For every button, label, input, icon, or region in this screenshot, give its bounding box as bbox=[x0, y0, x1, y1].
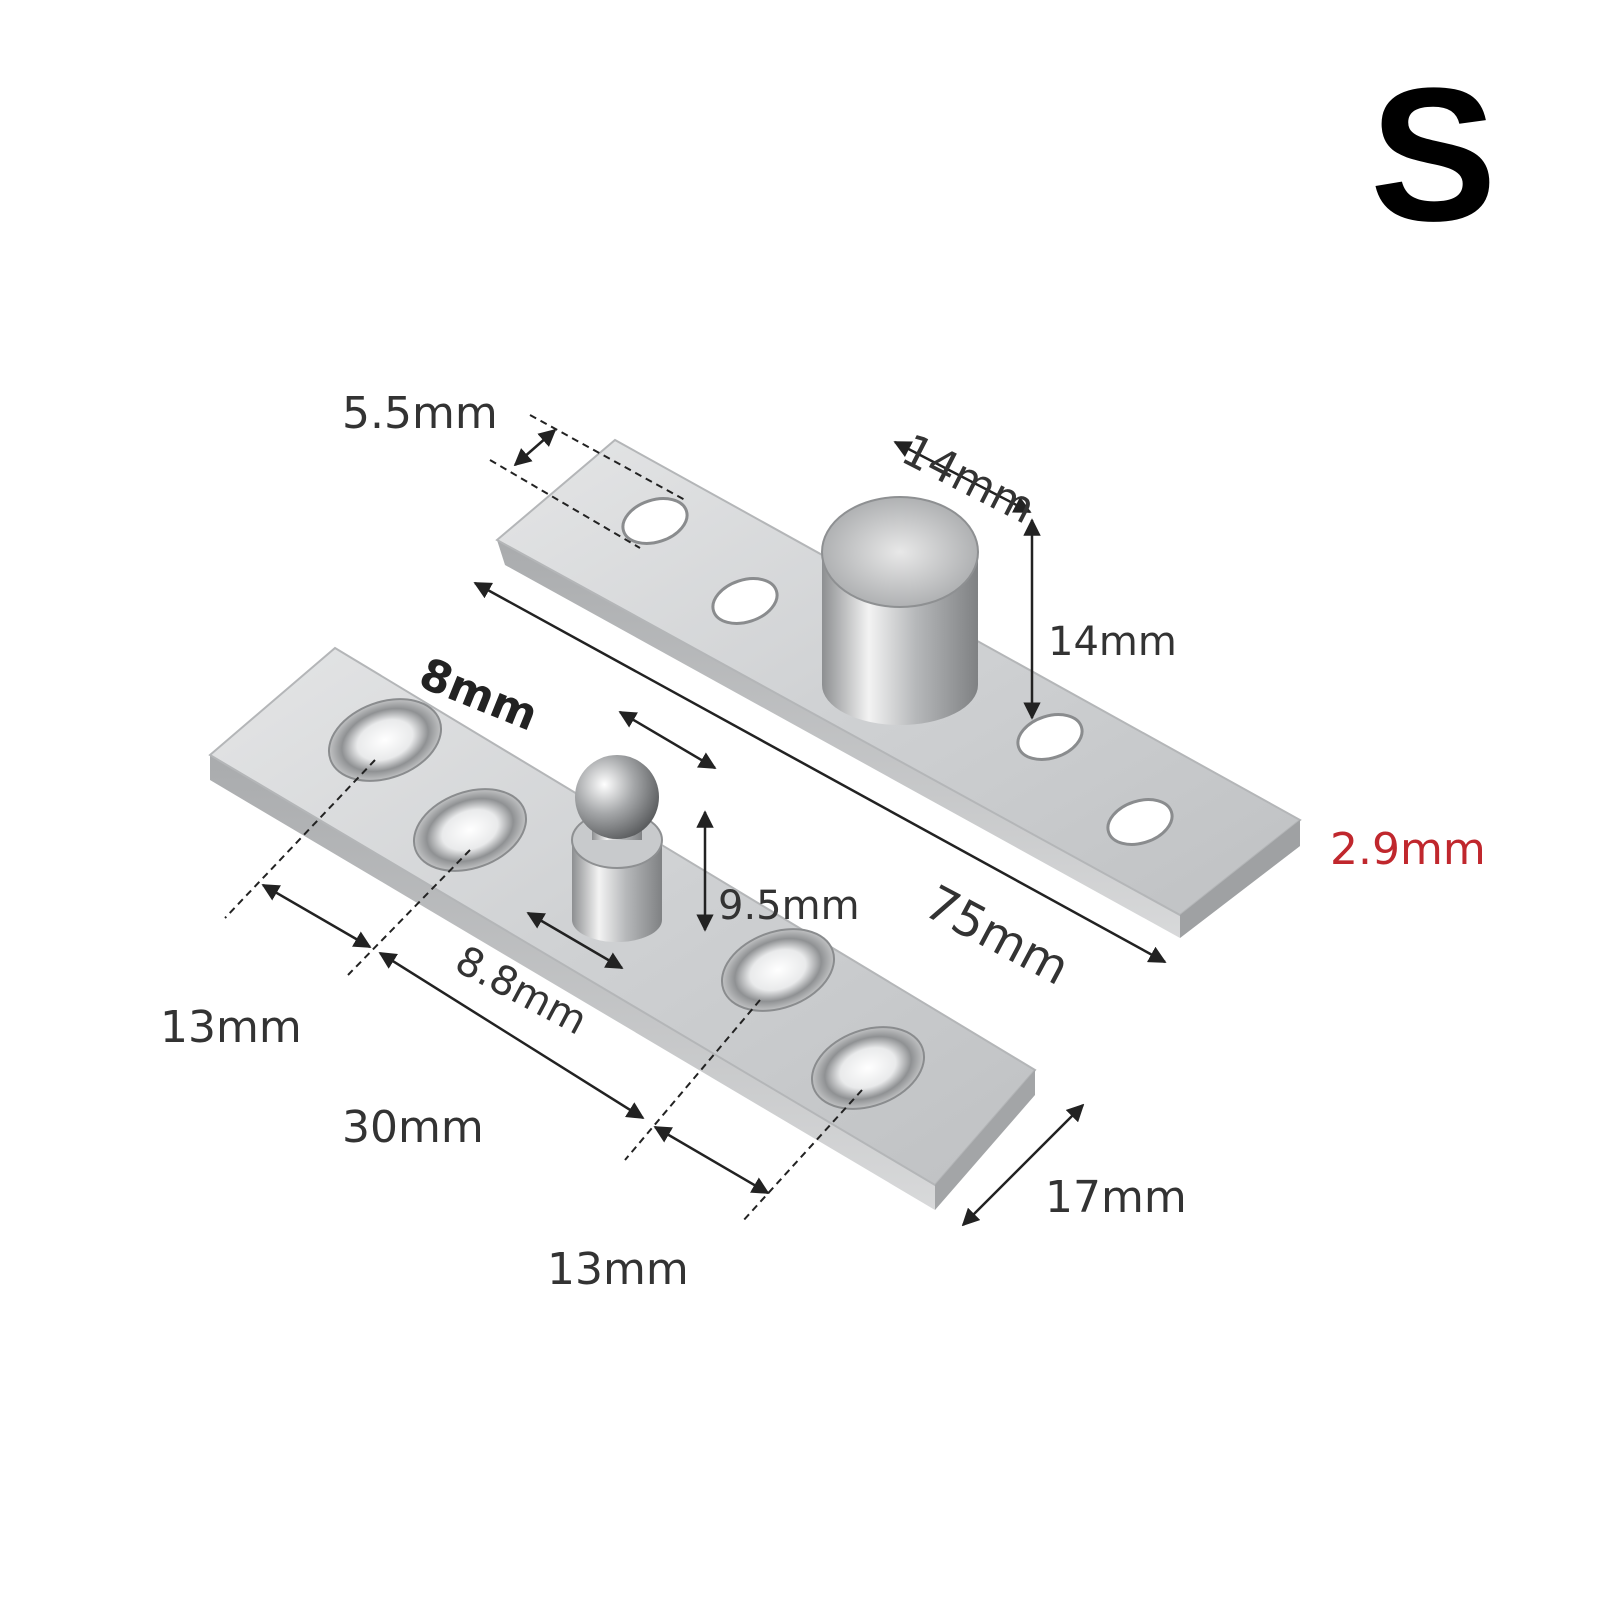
dim-14mm-height: 14mm bbox=[1048, 619, 1177, 665]
size-label: S bbox=[1370, 49, 1497, 261]
dim-13mm-left: 13mm bbox=[160, 1002, 302, 1053]
dim-2-9mm: 2.9mm bbox=[1330, 824, 1486, 875]
dimension-lines bbox=[224, 414, 1167, 1227]
dim-17mm: 17mm bbox=[1045, 1172, 1187, 1223]
dim-13mm-bottom: 13mm bbox=[547, 1244, 689, 1295]
dim-30mm: 30mm bbox=[342, 1102, 484, 1153]
dim-5-5mm: 5.5mm bbox=[342, 388, 498, 439]
dim-9-5mm: 9.5mm bbox=[718, 883, 860, 929]
